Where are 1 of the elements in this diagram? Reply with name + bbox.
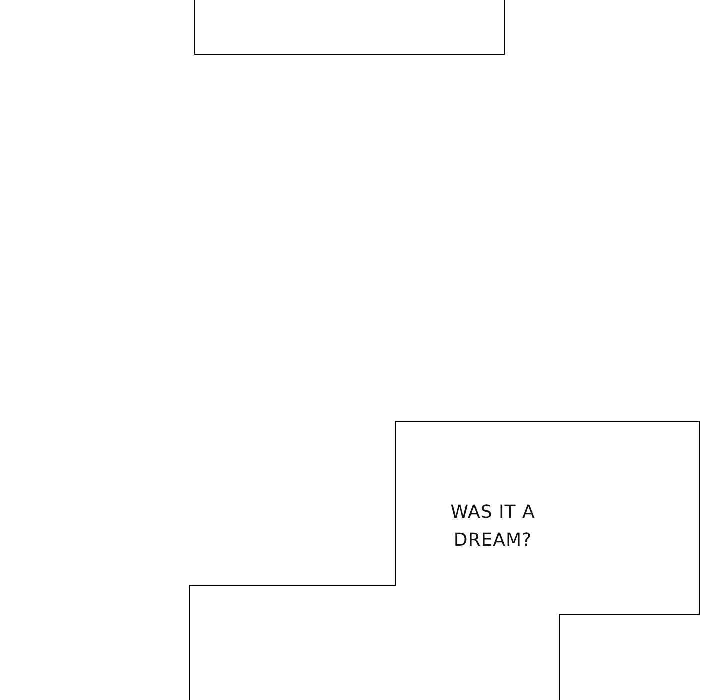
speech-text: WAS IT A DREAM? [450, 501, 536, 553]
